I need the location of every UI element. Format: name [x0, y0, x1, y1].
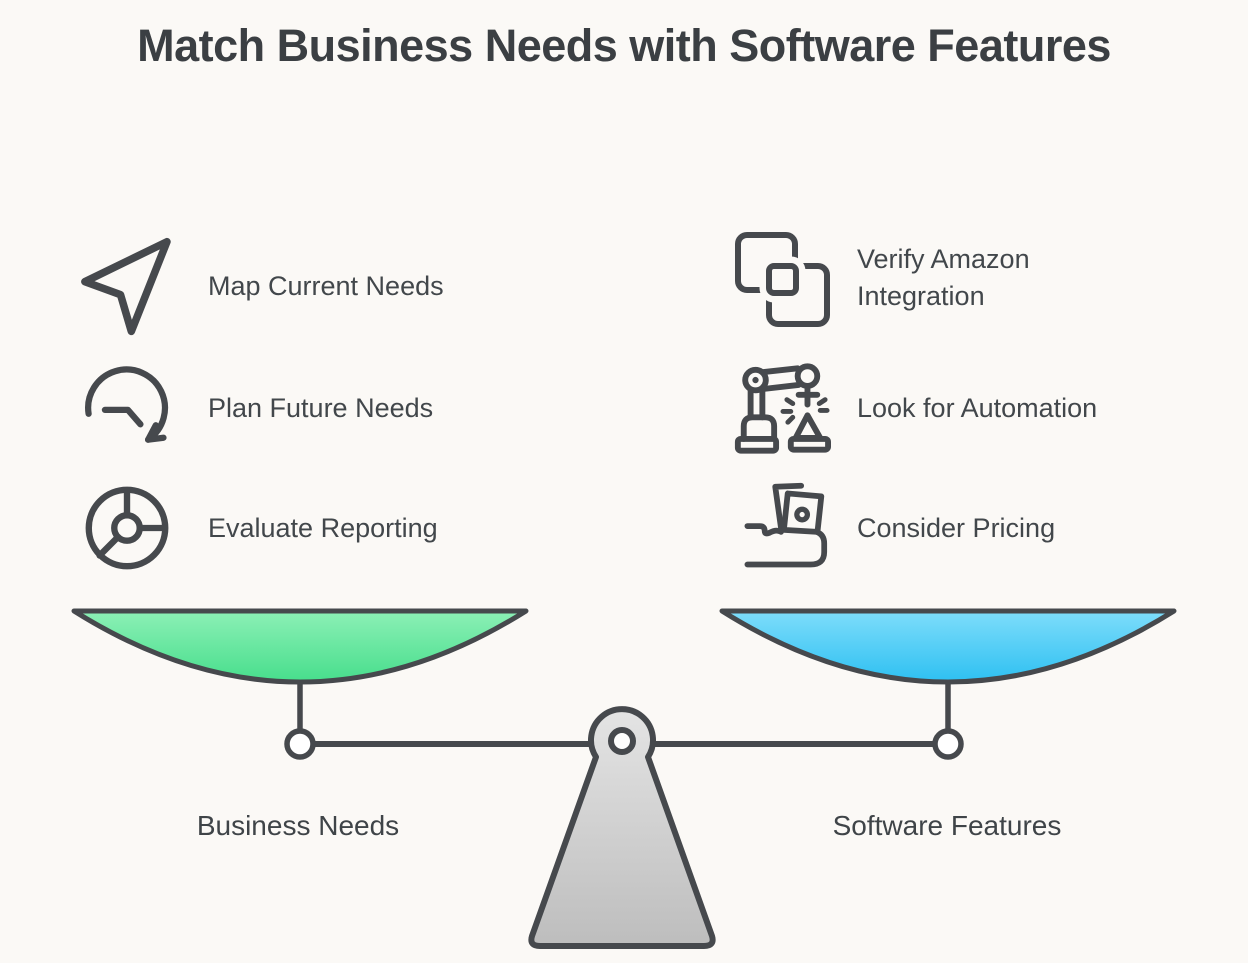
page-title: Match Business Needs with Software Featu…	[137, 20, 1111, 71]
pie-chart-icon	[72, 472, 182, 584]
feature-row-evaluate-reporting: Evaluate Reporting	[72, 478, 438, 578]
history-clock-icon	[72, 352, 182, 464]
hand-money-icon	[728, 476, 833, 580]
feature-label: Verify Amazon Integration	[857, 244, 1030, 311]
fulcrum	[528, 706, 716, 949]
feature-row-consider-pricing: Consider Pricing	[728, 480, 1055, 576]
integration-squares-icon	[728, 226, 833, 330]
navigation-arrow-icon	[72, 230, 182, 342]
left-pan-label: Business Needs	[196, 810, 400, 841]
feature-label: Consider Pricing	[857, 512, 1056, 543]
left-pan	[71, 608, 529, 760]
feature-label: Map Current Needs	[208, 270, 444, 301]
pivot-hole	[608, 727, 636, 755]
feature-label: Look for Automation	[857, 392, 1098, 423]
feature-label: Evaluate Reporting	[208, 512, 438, 543]
right-pan	[719, 608, 1177, 760]
feature-label: Plan Future Needs	[208, 392, 434, 423]
feature-row-verify-amazon-integration: Verify Amazon Integration	[728, 226, 1062, 330]
right-pan-label: Software Features	[832, 810, 1062, 841]
feature-row-look-for-automation: Look for Automation	[728, 360, 1097, 456]
feature-row-map-current-needs: Map Current Needs	[72, 230, 444, 342]
feature-row-plan-future-needs: Plan Future Needs	[72, 360, 433, 456]
robot-arm-icon	[728, 356, 833, 460]
